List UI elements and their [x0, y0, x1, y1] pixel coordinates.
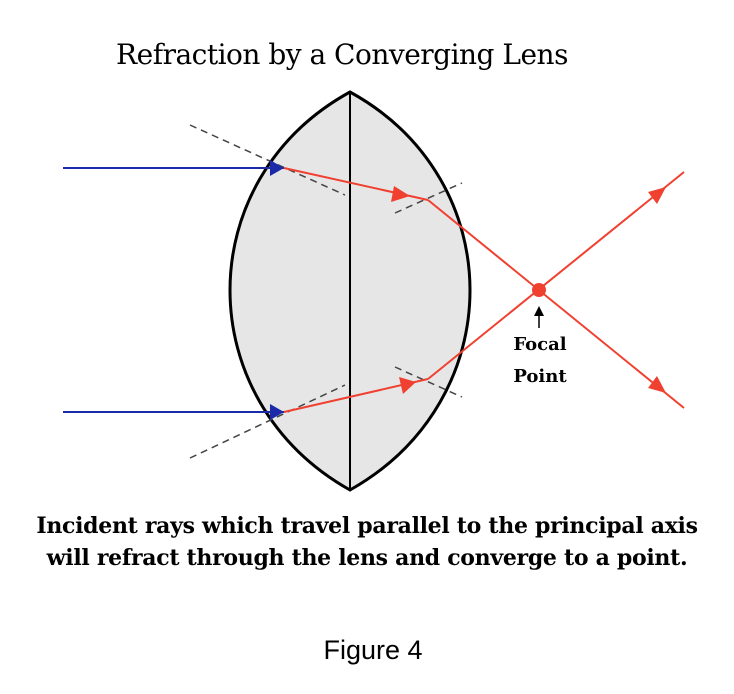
caption-line2: will refract through the lens and conver…: [46, 545, 688, 571]
figure-label: Figure 4: [323, 635, 423, 665]
refracted-ray-bottom-inside-arrowhead: [399, 377, 416, 394]
focal-point-pointer-arrowhead: [534, 306, 544, 316]
focal-label-line1: Focal: [513, 334, 567, 355]
incident-ray-top-arrowhead: [270, 160, 284, 176]
normal-line-top-left: [189, 124, 346, 196]
normal-line-bottom-left: [189, 384, 346, 459]
caption-line1: Incident rays which travel parallel to t…: [36, 513, 698, 539]
focal-label-line2: Point: [513, 366, 567, 387]
normal-line-top-right: [394, 182, 463, 214]
refracted-ray-bottom-outside: [427, 171, 685, 380]
refracted-ray-bottom-outside-arrowhead: [648, 187, 666, 204]
normal-line-bottom-right: [394, 366, 463, 398]
refracted-ray-top-outside-arrowhead: [648, 376, 666, 393]
focal-point-dot: [532, 283, 546, 297]
refracted-ray-top-inside-arrowhead: [391, 186, 410, 202]
incident-ray-bottom-arrowhead: [270, 404, 284, 420]
diagram-title: Refraction by a Converging Lens: [116, 38, 568, 71]
refracted-ray-top-outside: [427, 199, 685, 409]
